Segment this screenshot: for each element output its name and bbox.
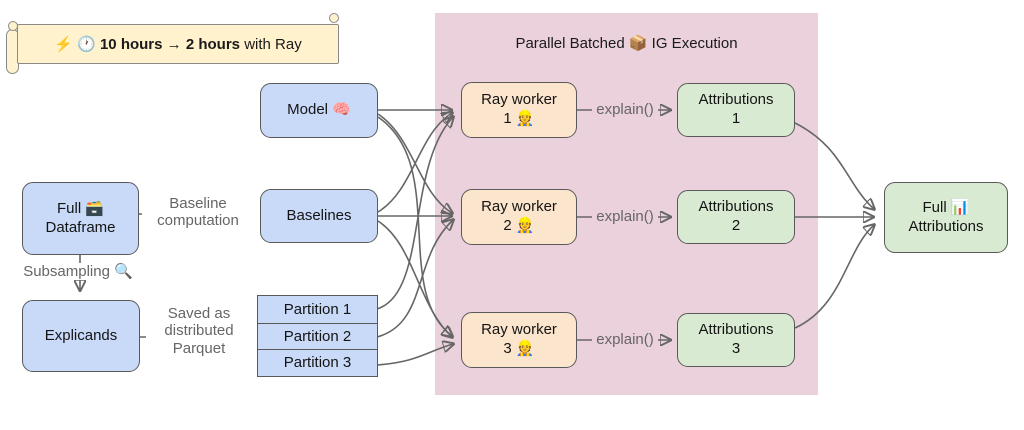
baseline-computation-line2: computation	[157, 212, 239, 230]
arrow-model-to-worker2	[377, 113, 452, 213]
ray-worker-3-label-line2: 3 👷	[503, 340, 535, 357]
saved-as-line3: Parquet	[172, 339, 226, 357]
ray-worker-2-label-line2: 2 👷	[503, 217, 535, 234]
banner-text: ⚡ 🕐 10 hours → 2 hours with Ray	[54, 35, 301, 53]
attributions-3-label-line1: Attributions	[698, 321, 774, 339]
edge-label-explain-3: explain()	[592, 331, 658, 349]
edge-label-saved-as-parquet: Saved as distributed Parquet	[146, 305, 252, 357]
arrow-attributions1-to-full	[794, 122, 874, 209]
node-explicands: Explicands	[22, 300, 140, 372]
arrow-partition1-to-worker1	[376, 117, 453, 310]
arrow-model-to-worker3	[377, 116, 452, 336]
model-label: Model 🧠	[287, 101, 351, 119]
node-attributions-2: Attributions 2	[677, 190, 795, 244]
explicands-label: Explicands	[44, 326, 118, 344]
arrow-partition3-to-worker3	[376, 344, 453, 366]
full-attributions-label-line1: Full 📊	[922, 198, 970, 216]
banner-suffix: with Ray	[240, 36, 302, 53]
node-baselines: Baselines	[260, 189, 378, 243]
banner-arrow: →	[162, 36, 186, 53]
banner-before-hours: 10 hours	[99, 36, 163, 53]
ray-worker-1-label-line1: Ray worker	[481, 91, 557, 109]
full-dataframe-label-line1: Full 🗃️	[56, 199, 104, 217]
baselines-label: Baselines	[286, 206, 352, 224]
attributions-2-label-line1: Attributions	[698, 198, 774, 216]
banner-after-hours: 2 hours	[185, 36, 241, 53]
banner-scroll-right-curl	[329, 13, 339, 23]
banner-scroll-left-curl	[8, 21, 18, 31]
edge-label-explain-1: explain()	[592, 101, 658, 119]
arrow-attributions3-to-full	[794, 225, 874, 329]
attributions-2-label-line2: 2	[731, 217, 741, 234]
node-ray-worker-3: Ray worker 3 👷	[461, 312, 577, 368]
arrow-baselines-to-worker1	[377, 113, 452, 213]
node-full-attributions: Full 📊 Attributions	[884, 182, 1008, 253]
edge-label-baseline-computation: Baseline computation	[142, 195, 254, 230]
node-attributions-3: Attributions 3	[677, 313, 795, 367]
arrow-partition2-to-worker2	[376, 220, 453, 338]
node-model: Model 🧠	[260, 83, 378, 138]
node-partition-3: Partition 3	[258, 349, 377, 376]
ray-worker-3-label-line1: Ray worker	[481, 321, 557, 339]
parallel-execution-region-title: Parallel Batched 📦 IG Execution	[515, 35, 738, 52]
node-attributions-1: Attributions 1	[677, 83, 795, 137]
ray-worker-1-label-line2: 1 👷	[503, 110, 535, 127]
node-partition-2: Partition 2	[258, 322, 377, 350]
node-ray-worker-1: Ray worker 1 👷	[461, 82, 577, 138]
ray-worker-2-label-line1: Ray worker	[481, 198, 557, 216]
attributions-1-label-line1: Attributions	[698, 91, 774, 109]
full-dataframe-label-line2: Dataframe	[45, 218, 116, 236]
node-full-dataframe: Full 🗃️ Dataframe	[22, 182, 139, 255]
saved-as-line2: distributed	[164, 322, 234, 340]
node-partition-stack: Partition 1 Partition 2 Partition 3	[257, 295, 378, 377]
edge-label-explain-2: explain()	[592, 208, 658, 226]
attributions-3-label-line2: 3	[731, 340, 741, 357]
full-attributions-label-line2: Attributions	[908, 217, 984, 235]
baseline-computation-line1: Baseline	[169, 195, 227, 212]
edge-label-subsampling: Subsampling 🔍	[8, 263, 148, 281]
attributions-1-label-line2: 1	[731, 110, 741, 127]
saved-as-line1: Saved as	[167, 305, 231, 322]
speedup-banner: ⚡ 🕐 10 hours → 2 hours with Ray	[17, 24, 339, 64]
zap-clock-icon: ⚡ 🕐	[54, 36, 100, 53]
node-ray-worker-2: Ray worker 2 👷	[461, 189, 577, 245]
node-partition-1: Partition 1	[283, 300, 352, 318]
arrow-baselines-to-worker3	[377, 220, 452, 337]
